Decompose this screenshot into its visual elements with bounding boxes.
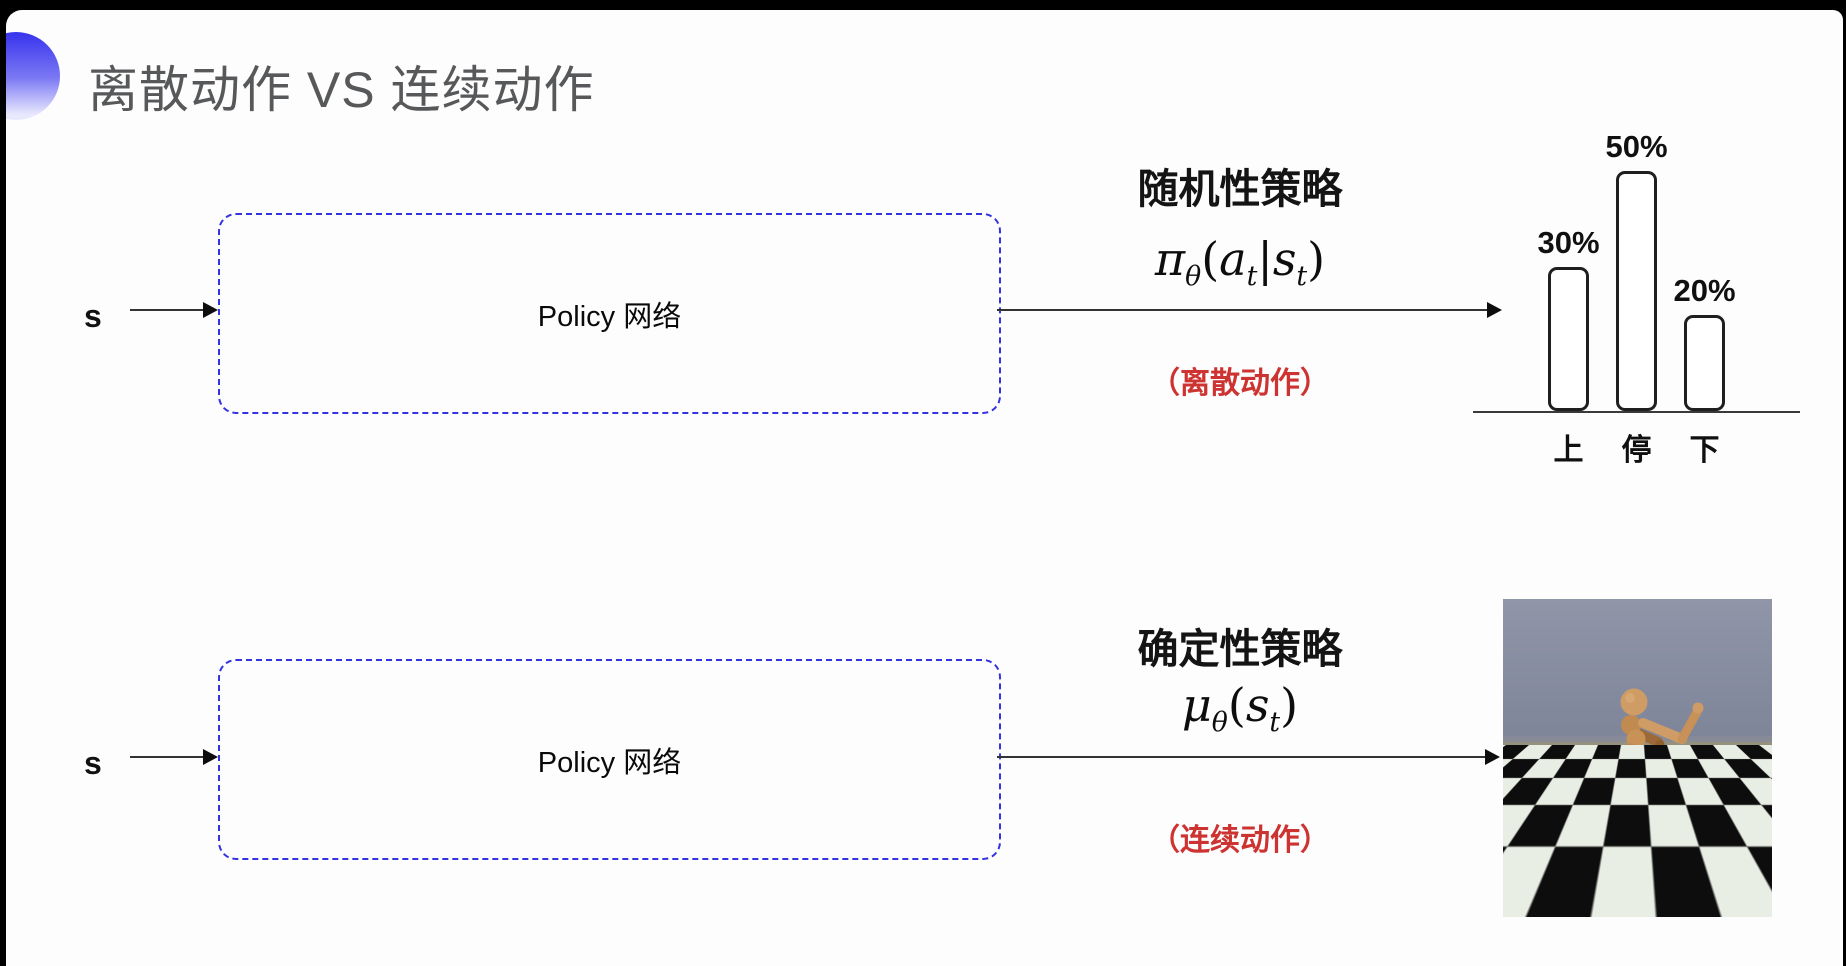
- formula-t-sub: t: [1246, 261, 1258, 293]
- humanoid-robot-image: [1503, 599, 1772, 917]
- stochastic-policy-title: 随机性策略: [1137, 166, 1343, 212]
- policy-network-box-top: Policy 网络: [218, 213, 1001, 414]
- arrow-state-to-policy-bottom: [130, 749, 218, 765]
- formula-close-paren: ): [1280, 678, 1299, 732]
- formula-action: a: [1219, 232, 1247, 286]
- bar-value-label: 50%: [1605, 129, 1668, 164]
- bar-value-label: 20%: [1673, 273, 1736, 308]
- formula-pi: π: [1154, 232, 1186, 286]
- bar: [1616, 171, 1657, 411]
- formula-state: s: [1272, 232, 1297, 286]
- formula-theta-sub: θ: [1211, 707, 1228, 739]
- discrete-action-note: （离散动作）: [1150, 367, 1330, 400]
- bar-value-label: 30%: [1537, 225, 1600, 260]
- formula-t-sub2: t: [1296, 261, 1308, 293]
- bar: [1548, 267, 1589, 411]
- title-bullet-icon: [6, 32, 60, 120]
- chart-bar-column: 50%: [1605, 129, 1668, 411]
- chart-baseline: [1473, 411, 1800, 413]
- humanoid-figure: [1557, 688, 1711, 897]
- policy-network-box-bottom: Policy 网络: [218, 659, 1001, 860]
- bar-category-label: 下: [1689, 434, 1720, 467]
- formula-open-paren: (: [1227, 678, 1246, 732]
- formula-theta-sub: θ: [1185, 261, 1202, 293]
- arrow-policy-to-distribution: [997, 302, 1502, 318]
- chart-bar-column: 30%: [1537, 225, 1600, 411]
- arrow-policy-to-action: [997, 749, 1500, 765]
- page-title: 离散动作 VS 连续动作: [88, 62, 595, 118]
- deterministic-policy-formula: μθ(st): [1040, 678, 1440, 736]
- chart-categories: 上停下: [1473, 425, 1800, 469]
- formula-t-sub: t: [1269, 707, 1281, 739]
- formula-state: s: [1245, 678, 1270, 732]
- action-probability-chart: 30% 50% 20% 上 停 下: [1473, 105, 1800, 469]
- bar-category-label: 上: [1553, 434, 1584, 467]
- formula-open-paren: (: [1201, 232, 1220, 286]
- arrow-state-to-policy-top: [130, 302, 218, 318]
- chart-bar-column: 20%: [1673, 273, 1736, 411]
- state-input-label-bottom: s: [84, 745, 102, 781]
- continuous-action-note: （连续动作）: [1150, 824, 1330, 857]
- chart-bars: 30% 50% 20%: [1473, 105, 1800, 411]
- state-input-label-top: s: [84, 298, 102, 334]
- bar: [1684, 315, 1725, 411]
- formula-mu: μ: [1181, 678, 1212, 732]
- policy-network-label-bottom: Policy 网络: [537, 746, 682, 779]
- formula-conditional-bar: |: [1257, 232, 1273, 286]
- stochastic-policy-formula: πθ(at|st): [1040, 232, 1440, 290]
- deterministic-policy-title: 确定性策略: [1137, 626, 1343, 672]
- policy-network-label-top: Policy 网络: [537, 300, 682, 333]
- bar-category-label: 停: [1621, 434, 1652, 467]
- formula-close-paren: ): [1307, 232, 1326, 286]
